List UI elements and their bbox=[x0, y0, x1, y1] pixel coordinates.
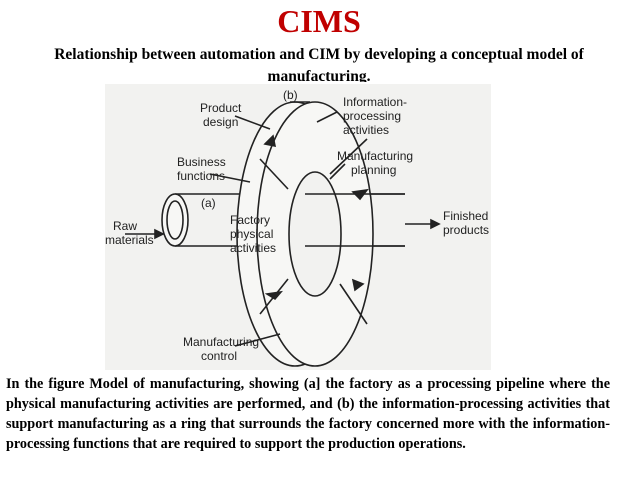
label-business-1: Business bbox=[177, 155, 226, 169]
manufacturing-model-diagram: (b) Information- processing activities P… bbox=[105, 88, 489, 367]
label-finished-1: Finished bbox=[443, 209, 488, 223]
label-mfg-plan-1: Manufacturing bbox=[337, 149, 413, 163]
label-factory-1: Factory bbox=[230, 213, 270, 227]
label-b: (b) bbox=[283, 88, 298, 102]
label-finished-2: products bbox=[443, 223, 489, 237]
label-info-1: Information- bbox=[343, 95, 407, 109]
figure-caption: In the figure Model of manufacturing, sh… bbox=[6, 376, 610, 452]
label-raw-1: Raw bbox=[113, 219, 137, 233]
manufacturing-model-figure: (b) Information- processing activities P… bbox=[105, 84, 491, 370]
label-info-3: activities bbox=[343, 123, 389, 137]
label-mfg-ctrl-1: Manufacturing bbox=[183, 335, 259, 349]
label-business-2: functions bbox=[177, 169, 225, 183]
label-mfg-plan-2: planning bbox=[351, 163, 396, 177]
label-raw-2: materials bbox=[105, 233, 154, 247]
label-factory-2: physical bbox=[230, 227, 273, 241]
slide-title: CIMS bbox=[277, 3, 361, 39]
label-factory-3: activities bbox=[230, 241, 276, 255]
label-product-2: design bbox=[203, 115, 238, 129]
ring-inner bbox=[288, 171, 342, 297]
label-mfg-ctrl-2: control bbox=[201, 349, 237, 363]
label-a: (a) bbox=[201, 196, 216, 210]
label-info-2: processing bbox=[343, 109, 401, 123]
slide-subtitle: Relationship between automation and CIM … bbox=[54, 46, 584, 82]
label-product-1: Product bbox=[200, 101, 242, 115]
